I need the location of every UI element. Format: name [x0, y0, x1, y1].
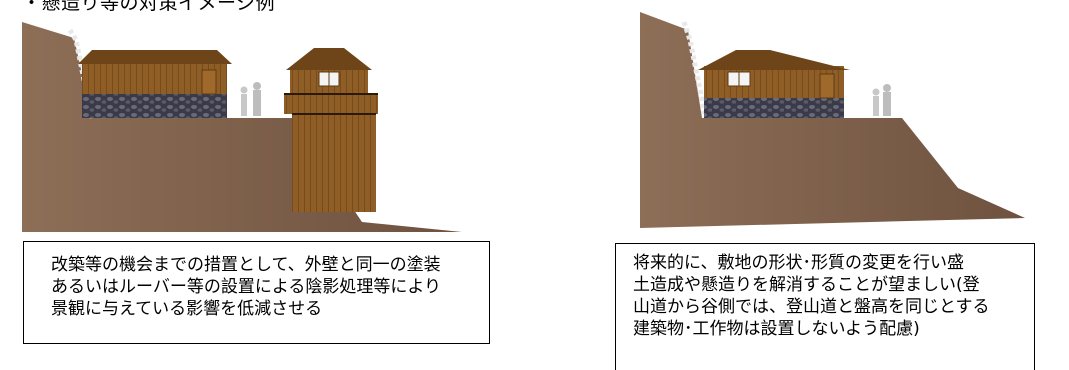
slope-ground: [22, 22, 462, 232]
caption-line: 将来的に、敷地の形状･形質の変更を行い盛: [633, 253, 964, 273]
illustration-current-stilted-building: [22, 22, 462, 232]
building-left-house: [78, 50, 232, 118]
caption-line: 景観に与えている影響を低減させる: [51, 299, 323, 319]
people-figures: [240, 82, 261, 116]
building-stilted-house: [284, 48, 378, 212]
illustration-future-regraded-site: [640, 12, 1025, 228]
page-heading: ・懸造り等の対策イメージ例: [22, 0, 276, 14]
caption-interim-measure: 改築等の機会までの措置として、外壁と同一の塗装 あるいはルーバー等の設置による陰…: [23, 241, 490, 344]
slope-ground: [640, 12, 1025, 228]
caption-future-measure: 将来的に、敷地の形状･形質の変更を行い盛 土造成や懸造りを解消することが望ましい…: [615, 243, 1035, 370]
caption-line: あるいはルーバー等の設置による陰影処理等により: [51, 277, 441, 297]
caption-line: 山道から谷側では、登山道と盤高を同じとする: [633, 297, 990, 317]
caption-line: 建築物･工作物は設置しないよう配慮): [633, 319, 920, 339]
retaining-rocks: [681, 21, 707, 115]
caption-line: 土造成や懸造りを解消することが望ましい(登: [633, 275, 980, 295]
caption-line: 改築等の機会までの措置として、外壁と同一の塗装: [51, 255, 441, 275]
building-regraded-house: [698, 50, 850, 118]
people-figures: [872, 84, 891, 116]
